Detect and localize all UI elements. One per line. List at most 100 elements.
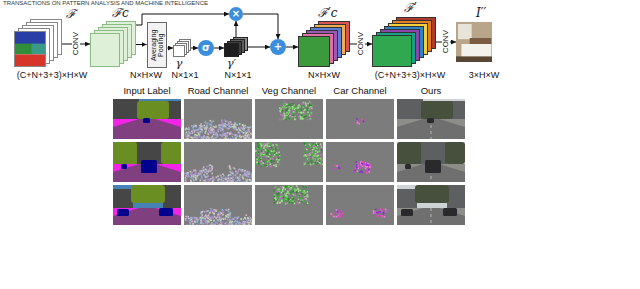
activation-dot	[232, 179, 234, 181]
activation-dot	[210, 120, 212, 122]
activation-dot	[297, 105, 299, 107]
activation-dot	[249, 179, 251, 181]
activation-dot	[192, 175, 194, 177]
activation-dot	[339, 211, 341, 213]
activation-dot	[306, 202, 308, 204]
activation-dot	[304, 164, 306, 166]
activation-dot	[222, 210, 224, 212]
activation-dot	[226, 209, 228, 211]
activation-dot	[257, 157, 259, 159]
activation-dot	[210, 178, 212, 180]
activation-dot	[278, 192, 280, 194]
activation-dot	[193, 169, 195, 171]
activation-dot	[212, 217, 214, 219]
activation-dot	[279, 107, 281, 109]
activation-dot	[318, 150, 320, 152]
activation-dot	[200, 123, 202, 125]
activation-dot	[269, 154, 271, 156]
activation-dot	[194, 135, 196, 137]
node-shape	[90, 21, 136, 67]
activation-dot	[273, 160, 275, 162]
activation-dot	[204, 219, 206, 221]
activation-dot	[336, 216, 338, 218]
activation-dot	[194, 137, 196, 139]
activation-dot	[296, 116, 298, 118]
activation-dot	[205, 129, 207, 131]
activation-dot	[238, 225, 240, 226]
activation-dot	[261, 163, 263, 165]
tensor-name: ℱ′	[404, 2, 417, 15]
activation-dot	[258, 158, 260, 160]
activation-dot	[288, 186, 290, 188]
activation-dot	[260, 149, 262, 151]
activation-dot	[216, 136, 218, 138]
activation-dot	[229, 123, 231, 125]
activation-dot	[196, 224, 198, 225]
activation-dot	[306, 147, 308, 149]
activation-dot	[231, 124, 233, 126]
activation-dot	[208, 210, 210, 212]
activation-dot	[261, 150, 263, 152]
activation-dot	[283, 108, 285, 110]
activation-dot	[357, 120, 359, 122]
tensor-shape: N×H×W	[130, 71, 162, 81]
activation-dot	[221, 182, 223, 183]
operation-label: CONV	[72, 31, 80, 56]
activation-dot	[209, 164, 211, 166]
activation-dot	[342, 213, 344, 215]
activation-dot	[270, 145, 272, 147]
activation-dot	[364, 164, 366, 166]
activation-dot	[297, 187, 299, 189]
activation-dot	[307, 202, 309, 204]
activation-dot	[212, 177, 214, 179]
activation-dot	[361, 171, 363, 173]
activation-dot	[273, 156, 275, 158]
activation-dot	[369, 166, 371, 168]
activation-dot	[356, 118, 358, 120]
activation-dot	[255, 163, 257, 165]
activation-dot	[247, 130, 249, 132]
activation-dot	[249, 217, 251, 219]
activation-dot	[233, 179, 235, 181]
activation-dot	[367, 163, 369, 165]
node-shape	[372, 17, 436, 67]
activation-dot	[229, 174, 231, 176]
activation-dot	[218, 181, 220, 182]
activation-dot	[309, 118, 311, 120]
activation-dot	[221, 213, 223, 215]
activation-dot	[188, 176, 190, 178]
activation-dot	[310, 118, 312, 120]
activation-dot	[225, 177, 227, 179]
activation-dot	[232, 224, 234, 225]
activation-dot	[303, 187, 305, 189]
activation-dot	[279, 110, 281, 112]
activation-dot	[245, 134, 247, 136]
activation-dot	[192, 223, 194, 225]
activation-dot	[288, 198, 290, 200]
activation-dot	[199, 136, 201, 138]
activation-dot	[230, 178, 232, 180]
activation-dot	[275, 164, 277, 166]
result-thumbnail	[113, 185, 181, 225]
activation-dot	[245, 173, 247, 175]
activation-dot	[306, 196, 308, 198]
activation-dot	[228, 223, 230, 225]
activation-dot	[212, 139, 214, 140]
activation-dot	[339, 167, 341, 169]
activation-dot	[317, 158, 319, 160]
activation-dot	[234, 129, 236, 131]
activation-dot	[358, 123, 360, 125]
activation-dot	[214, 211, 216, 213]
activation-dot	[245, 174, 247, 176]
activation-dot	[186, 172, 188, 174]
activation-dot	[292, 202, 294, 204]
tensor-name: ℱ′c	[318, 7, 337, 20]
activation-dot	[202, 130, 204, 132]
feature-stack: γ′N×1×1	[224, 37, 248, 57]
activation-dot	[236, 135, 238, 137]
channel-background	[184, 99, 252, 139]
activation-dot	[292, 103, 294, 105]
feature-stack: γN×1×1	[173, 39, 191, 57]
activation-dot	[287, 113, 289, 115]
activation-dot	[341, 216, 343, 218]
